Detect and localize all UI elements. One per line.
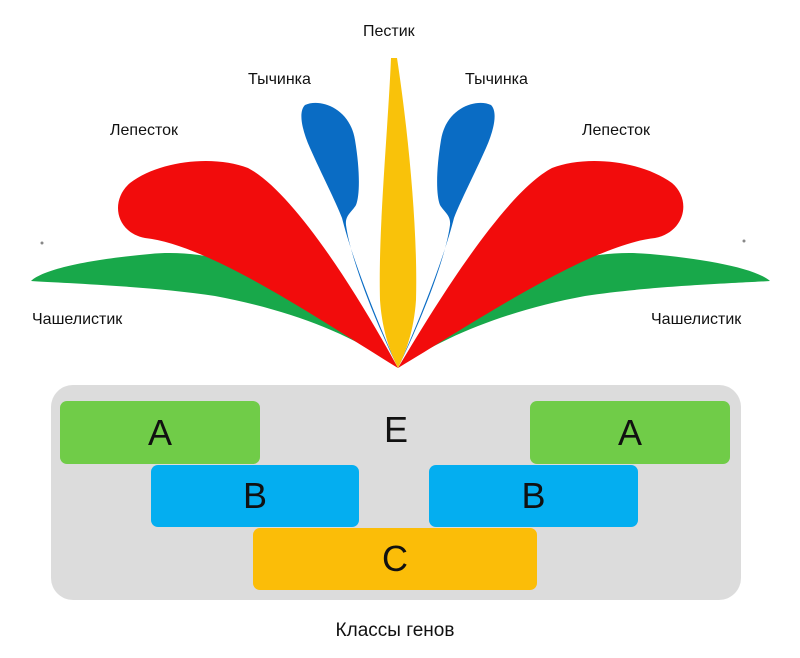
label-sepal-left: Чашелистик bbox=[32, 311, 123, 328]
label-sepal-right: Чашелистик bbox=[651, 311, 742, 328]
petal-right-shape bbox=[398, 160, 684, 368]
label-stamen-right: Тычинка bbox=[465, 71, 528, 88]
label-pistil: Пестик bbox=[363, 23, 415, 40]
gene-box-b-left: B bbox=[151, 465, 359, 527]
pistil-shape bbox=[379, 58, 417, 368]
gene-box-a-right: A bbox=[530, 401, 730, 464]
dot-right bbox=[742, 239, 746, 243]
petal-left-shape bbox=[118, 160, 398, 368]
label-petal-left: Лепесток bbox=[110, 122, 179, 139]
gene-box-c: C bbox=[253, 528, 537, 590]
stamen-left-shape bbox=[301, 102, 398, 368]
stamen-right-shape bbox=[398, 102, 495, 368]
gene-box-b-right: B bbox=[429, 465, 638, 527]
diagram-caption: Классы генов bbox=[335, 620, 455, 641]
sepal-right-shape bbox=[398, 253, 770, 368]
dot-left bbox=[40, 241, 44, 245]
gene-box-a-left: A bbox=[60, 401, 260, 464]
label-stamen-left: Тычинка bbox=[248, 71, 311, 88]
label-petal-right: Лепесток bbox=[582, 122, 651, 139]
flower-organs-illustration bbox=[31, 58, 770, 368]
sepal-left-shape bbox=[31, 253, 398, 368]
gene-label-e: E bbox=[383, 409, 408, 450]
